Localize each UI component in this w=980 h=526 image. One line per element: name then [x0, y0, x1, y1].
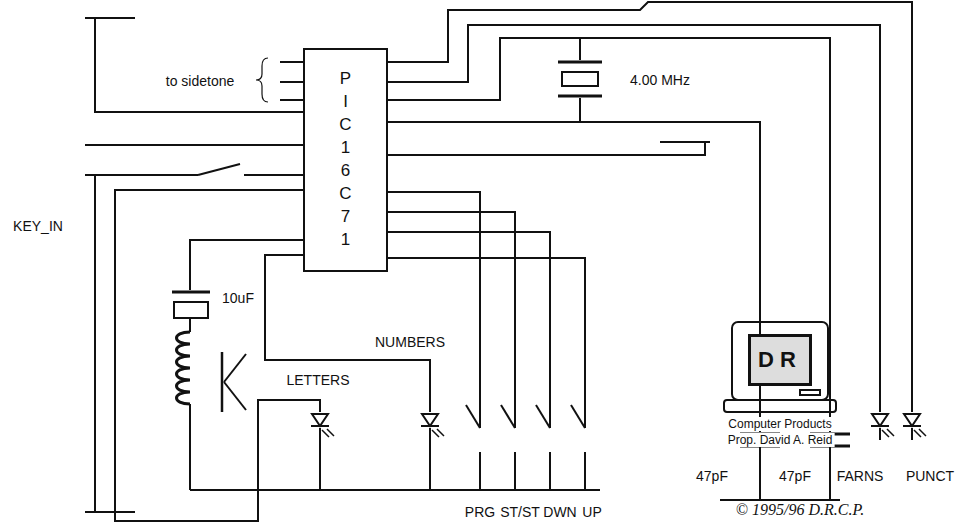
chip-label: P I C 1 6 C 7 1: [337, 68, 354, 252]
capacitor-value: 47pF: [694, 468, 730, 484]
led-label: PUNCT: [904, 468, 956, 484]
capacitor-value: 10uF: [220, 290, 256, 306]
ic-chip: P I C 1 6 C 7 1: [303, 48, 388, 272]
capacitor-value: 47pF: [777, 468, 813, 484]
switch-label: DWN: [541, 504, 578, 520]
signal-name: to sidetone: [164, 73, 237, 89]
logo-text: DR: [758, 349, 802, 371]
monitor-screen: DR: [748, 334, 812, 386]
led-label: LETTERS: [284, 372, 351, 388]
copyright-note: © 1995/96 D.R.C.P.: [734, 501, 866, 519]
switch-label: UP: [580, 504, 603, 520]
crystal-value: 4.00 MHz: [628, 72, 692, 88]
signal-name: KEY_IN: [11, 218, 65, 234]
led-label: FARNS: [835, 468, 886, 484]
proprietor-name: Prop. David A. Reid: [726, 433, 835, 447]
switch-label: PRG: [463, 504, 497, 520]
company-name: Computer Products: [726, 417, 833, 431]
switch-label: ST/ST: [498, 504, 542, 520]
led-label: NUMBERS: [373, 334, 447, 350]
